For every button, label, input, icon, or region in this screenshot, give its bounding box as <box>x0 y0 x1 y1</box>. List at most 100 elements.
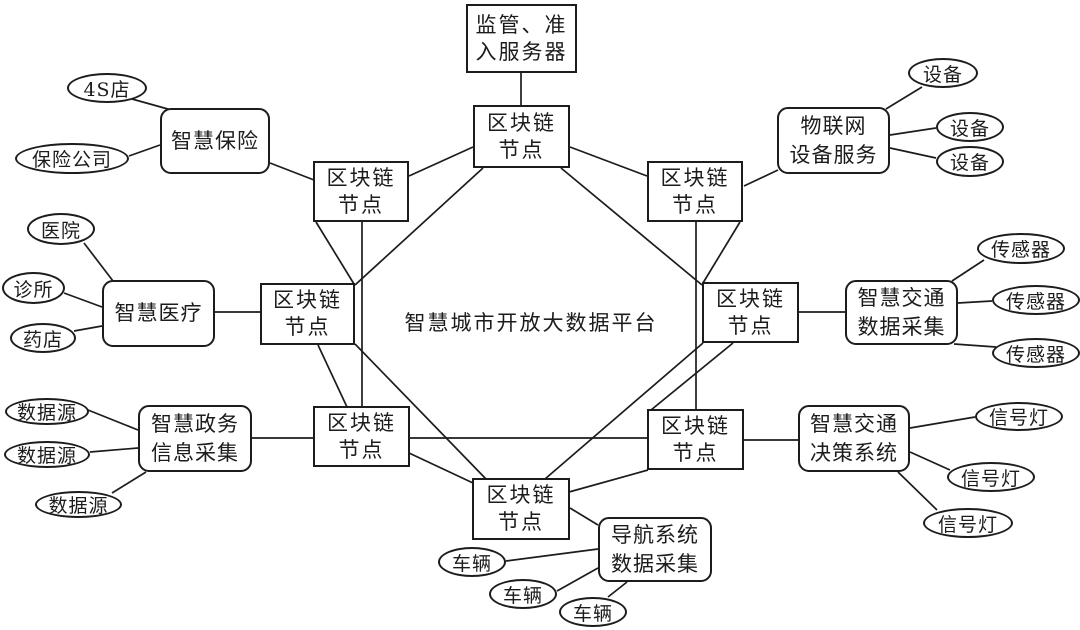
leaf-data-source-3: 数据源 <box>35 491 122 518</box>
leaf-device-2: 设备 <box>936 112 1004 142</box>
smart-medical-box: 智慧医疗 <box>102 280 215 347</box>
leaf-signal-light-label: 信号灯 <box>937 513 998 536</box>
smart-insurance-box: 智慧保险 <box>160 108 270 174</box>
edge-upperright-midright <box>702 221 741 284</box>
leaf-vehicle-label: 车辆 <box>572 602 613 625</box>
leaf-vehicle-2: 车辆 <box>489 579 557 609</box>
traffic-decision-system-box: 智慧交通 决策系统 <box>798 405 910 472</box>
platform-title: 智慧城市开放大数据平台 <box>400 306 662 338</box>
blockchain-node-label: 区块链 节点 <box>660 165 730 217</box>
edge-datasource2-government <box>89 447 139 453</box>
leaf-sensor-3: 传感器 <box>992 338 1080 368</box>
edge-light2-trafficdecision <box>909 451 951 471</box>
leaf-pharmacy: 药店 <box>10 323 76 353</box>
iot-device-service-box: 物联网 设备服务 <box>777 107 890 174</box>
leaf-hospital: 医院 <box>27 213 95 245</box>
leaf-4s-store: 4S店 <box>67 73 147 103</box>
leaf-data-source-label: 数据源 <box>16 402 77 424</box>
edge-light3-trafficdecision <box>897 471 938 511</box>
leaf-data-source-label: 数据源 <box>48 495 109 517</box>
leaf-pharmacy-label: 药店 <box>22 328 63 351</box>
blockchain-node-upper-right: 区块链 节点 <box>647 161 743 222</box>
blockchain-node-label: 区块链 节点 <box>486 483 556 534</box>
leaf-vehicle-label: 车辆 <box>451 552 492 575</box>
leaf-insurance-company: 保险公司 <box>15 143 129 174</box>
leaf-signal-light-2: 信号灯 <box>947 462 1035 492</box>
edge-midright-bottom <box>544 342 704 480</box>
edge-navigation-bottom <box>569 507 599 526</box>
platform-title-label: 智慧城市开放大数据平台 <box>404 311 658 335</box>
edge-datasource3-government <box>111 471 147 494</box>
blockchain-node-lower-right: 区块链 节点 <box>647 409 744 470</box>
edge-sensor3-trafficdata <box>953 343 997 348</box>
edge-top-midleft <box>354 167 484 286</box>
blockchain-node-label: 区块链 节点 <box>327 410 396 462</box>
edge-lowerright-bottom <box>568 469 649 493</box>
edge-midright-lowerright <box>650 342 734 411</box>
traffic-data-collection-box: 智慧交通 数据采集 <box>845 280 958 345</box>
edge-insurance-upperleft <box>269 162 315 181</box>
leaf-data-source-2: 数据源 <box>4 441 90 468</box>
edge-pharmacy-medical <box>73 325 103 332</box>
leaf-vehicle-3: 车辆 <box>559 597 627 627</box>
edge-upperleft-midleft <box>315 221 355 285</box>
leaf-clinic: 诊所 <box>2 272 65 304</box>
leaf-signal-light-label: 信号灯 <box>988 407 1049 429</box>
blockchain-node-label: 区块链 节点 <box>716 286 785 338</box>
smart-medical-label: 智慧医疗 <box>114 301 203 325</box>
edge-device3-iot <box>889 147 937 159</box>
edge-top-midright <box>560 167 703 286</box>
leaf-sensor-1: 传感器 <box>977 233 1065 264</box>
blockchain-node-lower-left: 区块链 节点 <box>313 406 410 467</box>
edge-hospital-medical <box>83 242 114 282</box>
leaf-device-label: 设备 <box>922 63 963 86</box>
edge-datasource1-government <box>87 409 139 431</box>
leaf-signal-light-3: 信号灯 <box>923 508 1013 538</box>
navigation-data-collection-label: 导航系统 数据采集 <box>611 522 699 576</box>
leaf-sensor-label: 传感器 <box>1005 290 1066 313</box>
edge-lowerleft-bottom <box>408 452 474 484</box>
traffic-data-collection-label: 智慧交通 数据采集 <box>857 285 946 339</box>
supervisor-access-server-label: 监管、准 入服务器 <box>475 12 568 64</box>
edge-clinic-medical <box>63 292 103 308</box>
leaf-device-label: 设备 <box>949 152 990 174</box>
smart-government-label: 智慧政务 信息采集 <box>151 411 239 465</box>
edge-midleft-lowerleft <box>317 344 348 408</box>
blockchain-node-label: 区块链 节点 <box>487 110 556 162</box>
leaf-sensor-2: 传感器 <box>992 285 1080 315</box>
leaf-signal-light-1: 信号灯 <box>975 402 1063 431</box>
leaf-sensor-label: 传感器 <box>990 239 1051 261</box>
leaf-device-label: 设备 <box>949 117 990 140</box>
navigation-data-collection-box: 导航系统 数据采集 <box>598 517 712 582</box>
edge-iot-upperright <box>743 169 779 187</box>
leaf-vehicle-1: 车辆 <box>438 547 506 577</box>
leaf-device-1: 设备 <box>908 58 978 88</box>
edge-sensor2-trafficdata <box>957 300 993 304</box>
blockchain-node-bottom: 区块链 节点 <box>472 478 570 540</box>
traffic-decision-system-label: 智慧交通 决策系统 <box>810 411 898 465</box>
blockchain-node-mid-left: 区块链 节点 <box>260 283 355 345</box>
edge-sensor1-trafficdata <box>951 259 985 282</box>
leaf-clinic-label: 诊所 <box>13 278 54 301</box>
edge-device2-iot <box>889 127 937 136</box>
iot-device-service-label: 物联网 设备服务 <box>789 113 878 167</box>
blockchain-node-label: 区块链 节点 <box>661 413 730 465</box>
leaf-data-source-1: 数据源 <box>5 398 89 425</box>
leaf-data-source-label: 数据源 <box>16 445 77 467</box>
edge-device1-iot <box>885 86 923 110</box>
edge-vehicle3-navigation <box>607 581 628 598</box>
edge-vehicle2-navigation <box>556 567 599 592</box>
leaf-insurance-company-label: 保险公司 <box>31 149 112 171</box>
leaf-sensor-label: 传感器 <box>1005 343 1066 366</box>
edge-top-upperright <box>569 146 648 177</box>
blockchain-node-label: 区块链 节点 <box>326 165 396 217</box>
blockchain-node-upper-left: 区块链 节点 <box>313 161 409 222</box>
edge-vehicle1-navigation <box>505 548 599 562</box>
blockchain-node-top: 区块链 节点 <box>473 105 570 168</box>
edge-top-upperleft <box>408 146 474 177</box>
edge-light1-trafficdecision <box>909 416 976 429</box>
blockchain-node-mid-right: 区块链 节点 <box>702 282 799 343</box>
supervisor-access-server-box: 监管、准 入服务器 <box>466 4 577 73</box>
leaf-vehicle-label: 车辆 <box>502 584 543 607</box>
